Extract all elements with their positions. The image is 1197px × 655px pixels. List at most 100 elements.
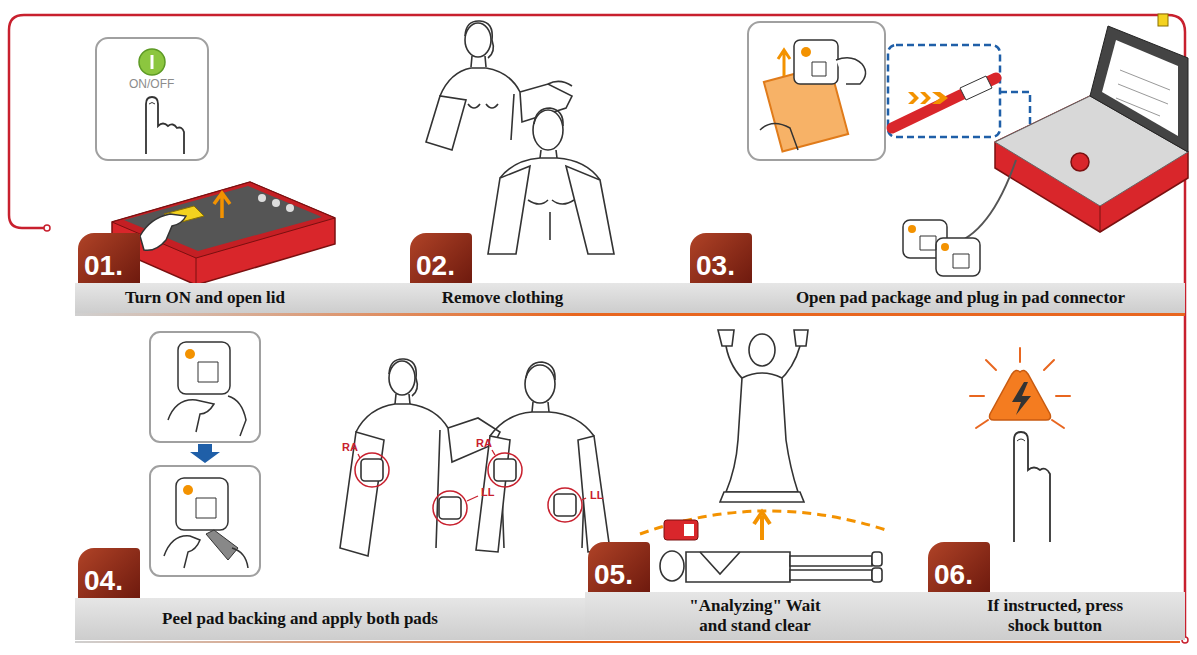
- caption-band: If instructed, press shock button06.: [925, 592, 1185, 640]
- peel-pad-inset-part: [185, 349, 195, 359]
- step-number: 06.: [934, 561, 973, 589]
- power-button-inset-part: [149, 103, 155, 105]
- man-with-pads-part: [490, 412, 594, 436]
- step-number: 04.: [84, 567, 123, 595]
- woman-figure-part: [548, 81, 572, 86]
- shock-rays-part: [1019, 348, 1021, 362]
- peel-pad-inset-part: [178, 342, 230, 394]
- red-frame: [9, 15, 1188, 643]
- step-number: 01.: [84, 252, 123, 280]
- woman-with-pads-part: [395, 394, 410, 404]
- caption-band: Peel pad backing and apply both pads04.: [75, 598, 585, 640]
- aed-device-closed-part: [112, 182, 335, 258]
- pad-leader-lines-part: [358, 454, 360, 458]
- shock-rays: [970, 348, 1070, 428]
- step-caption: Peel pad backing and apply both pads: [162, 609, 438, 629]
- rescuer-standing-clear-part: [749, 334, 775, 366]
- pad-position-label: RA: [342, 442, 358, 453]
- pad-package-inset-part: [836, 58, 866, 84]
- red-frame-part: [1182, 637, 1188, 643]
- aed-device-closed-part: [196, 258, 197, 285]
- pad-leader-lines-part: [492, 450, 495, 455]
- red-frame-part: [9, 15, 1185, 637]
- woman-figure-part: [468, 104, 498, 108]
- man-figure-part: [540, 150, 557, 158]
- peel-pad-inset-part: [190, 444, 220, 463]
- pads-with-cable-part: [908, 225, 916, 233]
- man-figure-part: [534, 108, 563, 126]
- aed-small: [664, 520, 698, 540]
- woman-with-pads-part: [355, 453, 389, 487]
- band-underline-part: [75, 313, 1185, 316]
- peel-pad-inset-part: [206, 530, 238, 560]
- stand-clear-arc-part: [754, 512, 770, 540]
- connector-detail-part: [960, 76, 992, 100]
- shock-rays-part: [976, 420, 988, 428]
- man-with-pads: [476, 362, 610, 552]
- man-figure-part: [533, 110, 563, 150]
- step-number-tab: 06.: [928, 542, 990, 592]
- pad-position-label: LL: [590, 490, 603, 501]
- aed-device-open: [995, 14, 1188, 232]
- connector-detail-part: [908, 92, 948, 104]
- pad-leader-lines: [358, 450, 586, 501]
- aed-device-closed-part: [272, 199, 280, 207]
- shock-rays-part: [970, 395, 984, 397]
- power-button-inset-part: [146, 97, 184, 154]
- pad-leader-lines-part: [582, 498, 586, 500]
- pad-package-inset-part: [794, 40, 838, 84]
- pad-position-label: RA: [476, 438, 492, 449]
- woman-with-pads-part: [356, 404, 448, 432]
- peel-pad-inset-part: [228, 396, 246, 436]
- peel-pad-inset-part: [232, 548, 248, 568]
- woman-with-pads-part: [389, 361, 415, 395]
- man-figure-part: [566, 166, 614, 254]
- man-with-pads-part: [532, 402, 549, 412]
- pads-with-cable-part: [936, 238, 980, 276]
- step-caption: "Analyzing" Wait and stand clear: [685, 596, 825, 635]
- man-with-pads-part: [525, 365, 555, 403]
- step-caption: Remove clothing: [442, 288, 563, 308]
- aed-device-closed-part: [258, 194, 266, 202]
- step-number: 02.: [416, 252, 455, 280]
- patient-lying-part: [700, 552, 740, 574]
- pad-leader-lines-part: [467, 496, 478, 501]
- step-number-tab: 05.: [588, 542, 650, 592]
- woman-with-pads-part: [340, 432, 384, 556]
- aed-device-closed-part: [140, 214, 186, 250]
- peel-pad-inset-part: [150, 332, 260, 442]
- stand-clear-arc: [640, 511, 886, 540]
- shock-button-part: [1012, 382, 1031, 415]
- rescuer-standing-clear-part: [778, 346, 800, 382]
- power-button-inset-part: [96, 38, 208, 160]
- woman-with-pads: [340, 359, 500, 556]
- shock-rays-part: [1052, 420, 1064, 428]
- step-number-tab: 04.: [78, 548, 140, 598]
- peel-pad-inset: [150, 332, 260, 576]
- pressing-finger-part: [1017, 439, 1025, 441]
- pads-with-cable-part: [941, 243, 949, 251]
- step-number-tab: 03.: [690, 233, 752, 283]
- pad-package-inset-part: [748, 22, 885, 160]
- step-number-tab: 01.: [78, 233, 140, 283]
- shock-button: [990, 370, 1051, 420]
- aed-device-closed-part: [112, 182, 335, 285]
- woman-figure-part: [471, 56, 486, 67]
- step-number-tab: 02.: [410, 233, 472, 283]
- woman-figure-part: [426, 96, 466, 150]
- step-caption: Open pad package and plug in pad connect…: [796, 288, 1125, 308]
- shock-rays-part: [1044, 360, 1054, 370]
- aed-device-open-part: [1090, 26, 1188, 152]
- woman-figure-part: [465, 23, 491, 57]
- pressing-finger-part: [1014, 432, 1050, 542]
- power-button-inset-part: [151, 55, 154, 69]
- man-with-pads-part: [578, 436, 610, 552]
- pad-package-inset: [748, 22, 885, 160]
- man-with-pads-part: [526, 362, 555, 380]
- power-button-inset-part: [139, 49, 165, 75]
- pads-with-cable-part: [920, 236, 969, 268]
- peel-pad-inset-part: [198, 362, 218, 382]
- woman-with-pads-part: [439, 497, 461, 519]
- woman-figure-part: [465, 21, 493, 58]
